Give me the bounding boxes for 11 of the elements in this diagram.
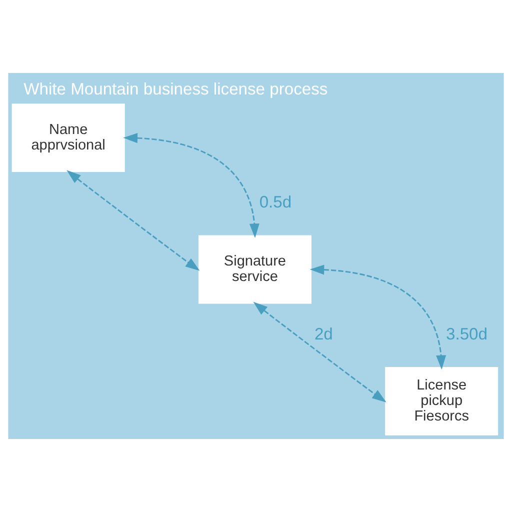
edge-label: 2d	[314, 324, 333, 344]
arrow	[66, 170, 200, 271]
arrow	[123, 133, 260, 238]
edge-label: 0.5d	[259, 192, 292, 212]
diagram-title: White Mountain business license process	[24, 80, 328, 99]
edge-label: 3.50d	[446, 324, 488, 344]
arrow	[253, 302, 386, 402]
arrow	[310, 264, 446, 370]
node-box: Signature service	[198, 235, 312, 304]
node-box: Name apprvsional	[12, 104, 125, 172]
node-box: License pickup Fiesorcs	[385, 366, 498, 436]
